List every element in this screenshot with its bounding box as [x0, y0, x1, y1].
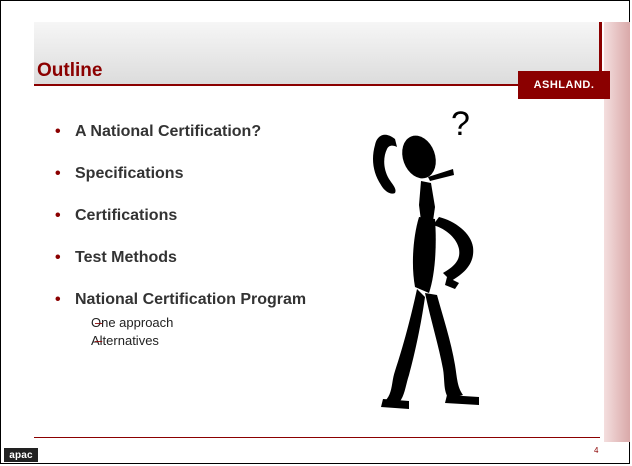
bullet-dot-icon: • — [55, 207, 61, 224]
slide-title: Outline — [37, 60, 103, 81]
dash-icon: – — [95, 333, 103, 348]
dash-icon: – — [95, 315, 103, 330]
bullet-dot-icon: • — [55, 123, 61, 140]
ashland-logo: ASHLAND. — [518, 71, 610, 99]
bullet-dot-icon: • — [55, 291, 61, 308]
bullet-item: •National Certification Program –One app… — [55, 291, 307, 350]
apac-logo: apac — [4, 448, 38, 462]
title-band — [34, 22, 602, 84]
question-mark-icon: ? — [451, 105, 470, 143]
bullet-list: •A National Certification? •Specificatio… — [55, 122, 306, 350]
sub-bullet-list: –One approach –Alternatives — [75, 314, 306, 350]
title-underline — [34, 84, 604, 86]
bullet-item: •Specifications — [55, 165, 184, 182]
bullet-item: •Test Methods — [55, 249, 177, 266]
bullet-item: •Certifications — [55, 207, 178, 224]
sub-bullet-item: –One approach — [91, 315, 174, 330]
bullet-dot-icon: • — [55, 249, 61, 266]
bullet-dot-icon: • — [55, 165, 61, 182]
bullet-item: •A National Certification? — [55, 123, 262, 140]
sub-bullet-item: –Alternatives — [91, 333, 159, 348]
thinking-stick-figure-icon: ? — [373, 105, 479, 409]
page-number: 4 — [594, 446, 599, 455]
footer-divider — [34, 437, 600, 438]
